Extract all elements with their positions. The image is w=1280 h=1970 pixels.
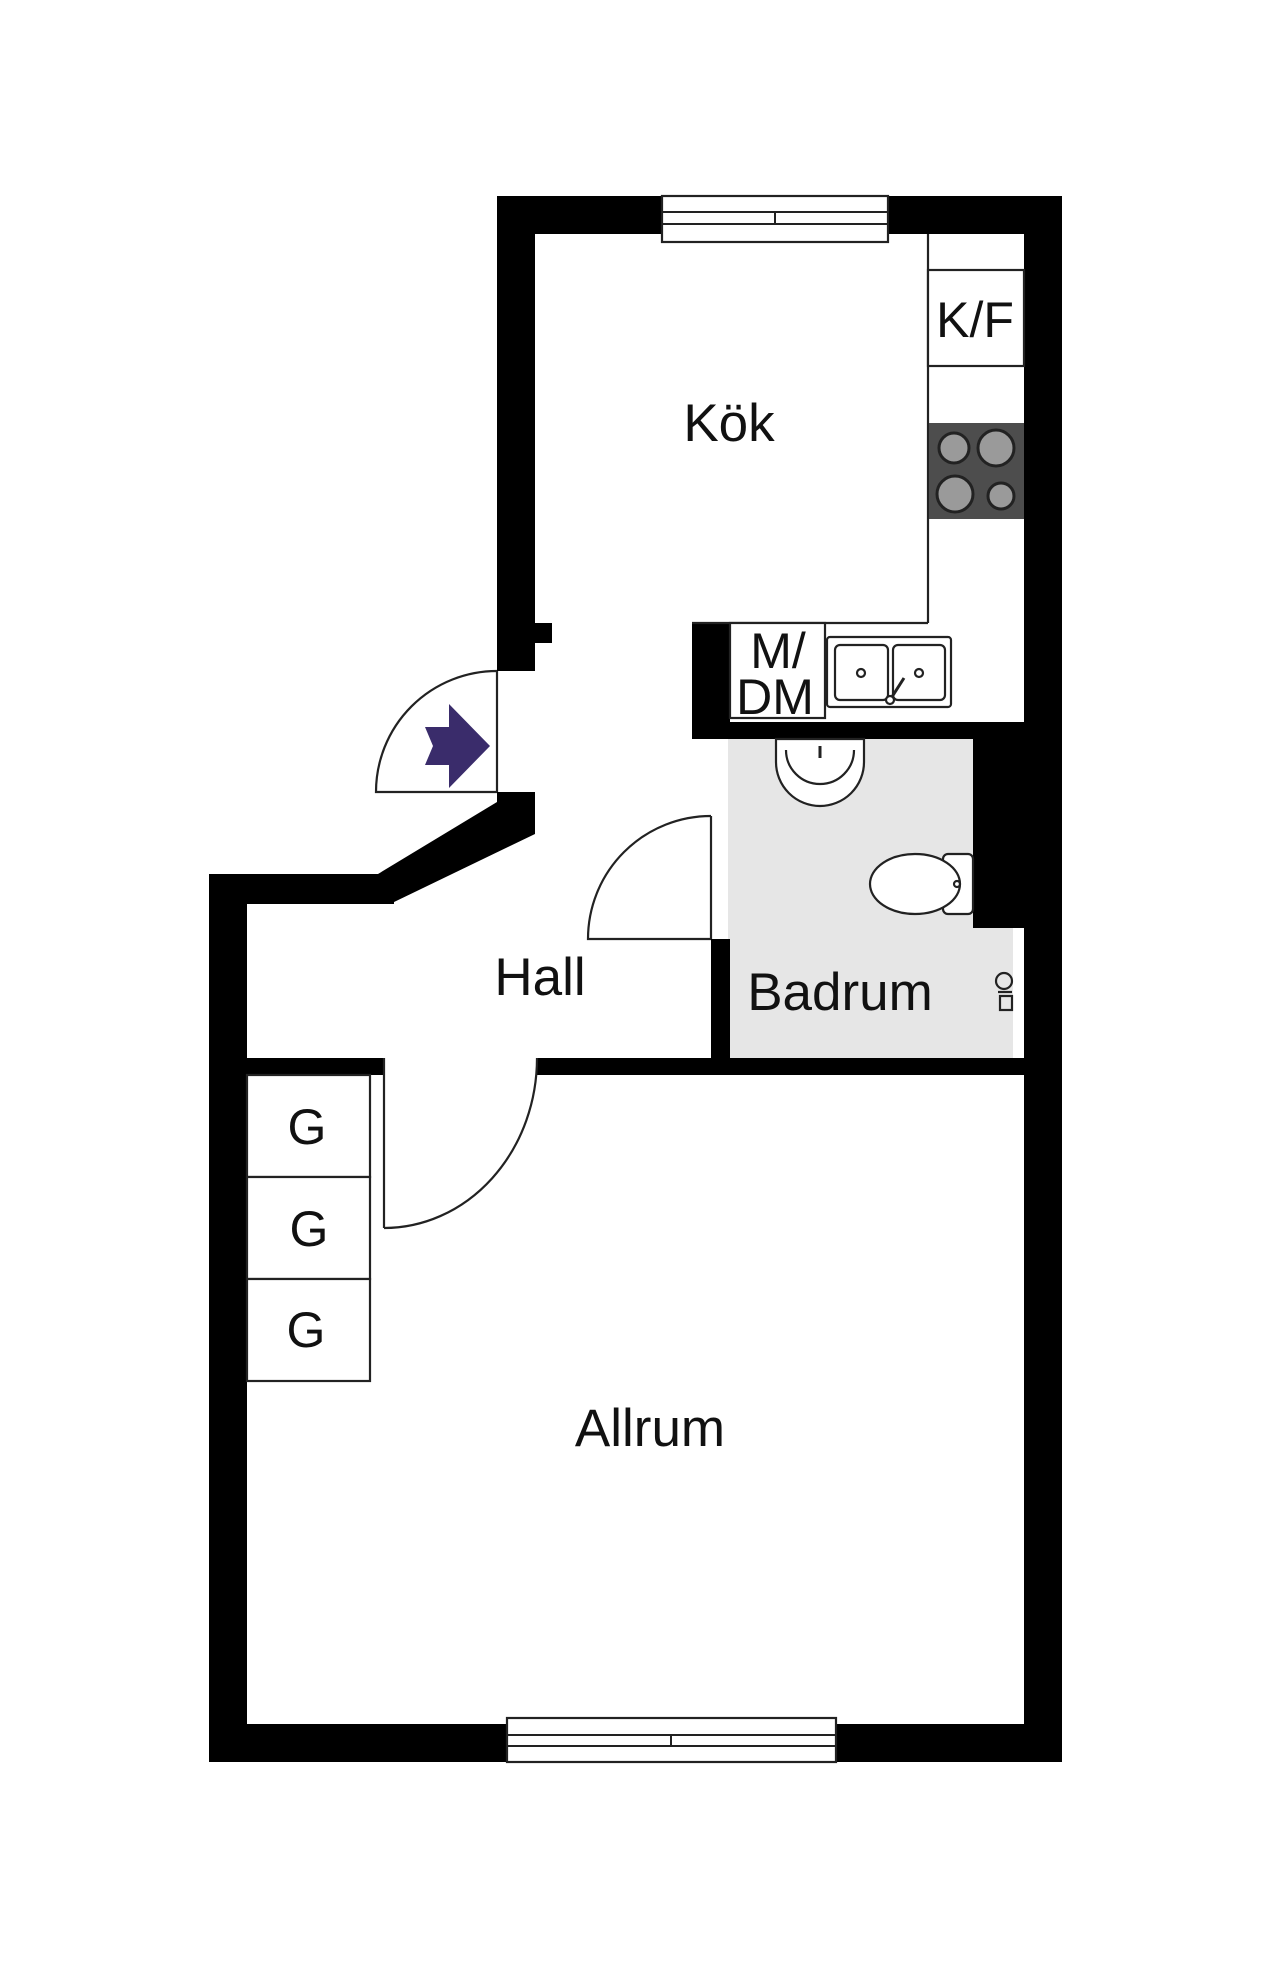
room-label-bathroom: Badrum bbox=[747, 963, 933, 1022]
wall-living-top-left bbox=[247, 1058, 384, 1075]
door-bathroom bbox=[586, 814, 713, 941]
wall-left bbox=[209, 874, 247, 1762]
room-label-kitchen: Kök bbox=[683, 394, 775, 453]
label-wardrobe-3: G bbox=[287, 1302, 326, 1358]
wall-living-top-right bbox=[537, 1058, 1024, 1075]
entrance-arrow-icon bbox=[425, 704, 490, 788]
wall-bath-top bbox=[692, 722, 1024, 739]
fridge-freezer bbox=[926, 268, 1026, 368]
wall-bottom-left bbox=[209, 1724, 507, 1762]
window-living bbox=[505, 1716, 838, 1764]
door-entrance bbox=[374, 669, 499, 794]
washbasin bbox=[774, 737, 866, 808]
dishwasher bbox=[728, 621, 827, 720]
wall-kitchen-bath-partition bbox=[692, 623, 730, 727]
label-dishwasher-line1: M/ bbox=[750, 623, 806, 679]
room-label-living: Allrum bbox=[575, 1399, 725, 1458]
label-wardrobe-2: G bbox=[290, 1201, 329, 1257]
label-dishwasher-line2: DM bbox=[736, 669, 814, 725]
label-wardrobe-1: G bbox=[288, 1099, 327, 1155]
label-fridge-freezer: K/F bbox=[936, 292, 1014, 348]
toilet bbox=[868, 852, 975, 916]
shower-tap bbox=[994, 971, 1014, 1012]
wall-right bbox=[1024, 196, 1062, 1762]
walls bbox=[209, 196, 1062, 1762]
wall-kitchen-left bbox=[497, 196, 535, 671]
stove bbox=[929, 423, 1024, 519]
window-kitchen bbox=[660, 194, 890, 244]
wardrobes bbox=[245, 1073, 372, 1383]
room-label-hall: Hall bbox=[494, 948, 585, 1007]
wall-bath-shaft bbox=[973, 739, 1024, 928]
kitchen-sink bbox=[825, 635, 953, 709]
wall-kitchen-left-stub bbox=[535, 623, 552, 643]
wall-bottom-right bbox=[836, 1724, 1062, 1762]
wall-bath-left bbox=[711, 939, 730, 1058]
wall-angled bbox=[378, 802, 535, 903]
door-living bbox=[382, 1057, 539, 1230]
wall-kitchen-bath-stub bbox=[692, 623, 715, 640]
